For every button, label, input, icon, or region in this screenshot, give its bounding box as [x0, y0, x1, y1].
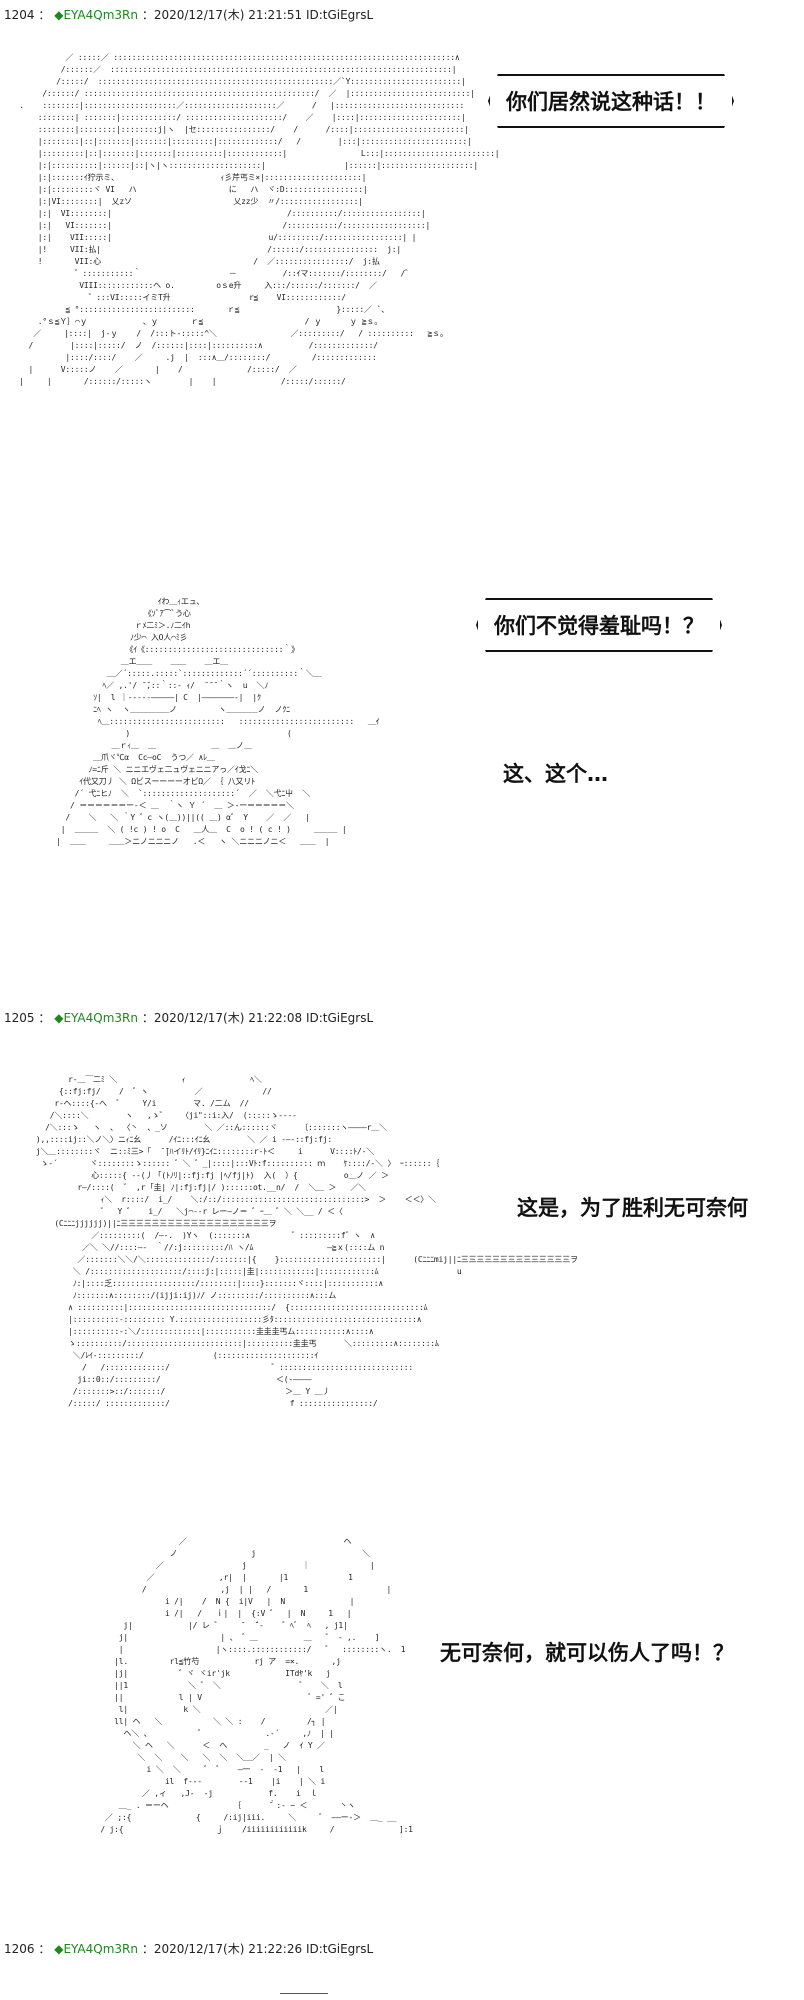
post-date: 2020/12/17(木): [153, 8, 245, 22]
post-number: 1204: [4, 8, 35, 22]
trip-marker: ◆: [54, 1942, 64, 1956]
ascii-art-figure: ／ ヘ ノ j ＼ ／ j ｜ | ／: [100, 1537, 413, 1834]
post-separator: ：: [38, 1942, 51, 1956]
post-header: 1205 ： ◆EYA4Qm3Rn ：2020/12/17(木) 21:22:0…: [4, 1009, 373, 1026]
post-time: 21:21:51: [248, 8, 303, 22]
panel-1: ／ :::::／ :::::::::::::::::::::::::::::::…: [0, 30, 804, 510]
panel-4: ／ ヘ ノ j ＼ ／ j ｜ | ／: [0, 1510, 804, 1950]
post-date: 2020/12/17(木): [153, 1011, 245, 1025]
panel-2: ｲわ＿ｨエュ、 《ｿﾞｱ⌒ﾞう心 ｒﾒ二ﾐ＞.ﾉ二ｲh ﾉ少⌒ 入O人⌒ﾐ彡 《…: [0, 570, 804, 960]
ascii-art-figure: ／ :::::／ :::::::::::::::::::::::::::::::…: [19, 53, 500, 386]
speech-bubble: 你们居然说这种话！！: [488, 74, 734, 128]
post-id[interactable]: ID:tGiEgrsL: [305, 1011, 374, 1025]
post-separator: ：: [141, 1942, 154, 1956]
caption: 无可奈何，就可以伤人了吗！？: [440, 1641, 734, 1665]
poster-name[interactable]: EYA4Qm3Rn: [63, 1011, 138, 1025]
post-date: 2020/12/17(木): [153, 1942, 245, 1956]
poster-name[interactable]: EYA4Qm3Rn: [63, 1942, 138, 1956]
post-time: 21:22:26: [248, 1942, 303, 1956]
post-id[interactable]: ID:tGiEgrsL: [305, 8, 374, 22]
post-number: 1206: [4, 1942, 35, 1956]
caption: 这、这个…: [503, 762, 608, 786]
post-separator: ：: [141, 8, 154, 22]
poster-name[interactable]: EYA4Qm3Rn: [63, 8, 138, 22]
post-header: 1206 ： ◆EYA4Qm3Rn ：2020/12/17(木) 21:22:2…: [4, 1940, 373, 1957]
divider: [280, 1993, 328, 1994]
post-number: 1205: [4, 1011, 35, 1025]
post-separator: ：: [38, 8, 51, 22]
post-separator: ：: [38, 1011, 51, 1025]
ascii-art-figure: r‐＿￣二ﾐ ＼ ｨ ﾍ＼ {::fj:fj/ / ゛ヽ ／ // r‐ヘ:::…: [35, 1075, 578, 1408]
caption: 这是，为了胜利无可奈何: [517, 1196, 748, 1220]
post-time: 21:22:08: [248, 1011, 303, 1025]
speech-text: 你们不觉得羞耻吗！？: [494, 614, 704, 638]
post-header: 1204 ： ◆EYA4Qm3Rn ：2020/12/17(木) 21:21:5…: [4, 6, 373, 23]
post-id[interactable]: ID:tGiEgrsL: [305, 1942, 374, 1956]
speech-bubble: 你们不觉得羞耻吗！？: [476, 598, 722, 652]
trip-marker: ◆: [54, 1011, 64, 1025]
ascii-art-figure: ｲわ＿ｨエュ、 《ｿﾞｱ⌒ﾞう心 ｒﾒ二ﾐ＞.ﾉ二ｲh ﾉ少⌒ 入O人⌒ﾐ彡 《…: [56, 597, 380, 846]
panel-3: r‐＿￣二ﾐ ＼ ｨ ﾍ＼ {::fj:fj/ / ゛ヽ ／ // r‐ヘ:::…: [0, 1040, 804, 1460]
speech-text: 你们居然说这种话！！: [506, 90, 716, 114]
trip-marker: ◆: [54, 8, 64, 22]
post-separator: ：: [141, 1011, 154, 1025]
